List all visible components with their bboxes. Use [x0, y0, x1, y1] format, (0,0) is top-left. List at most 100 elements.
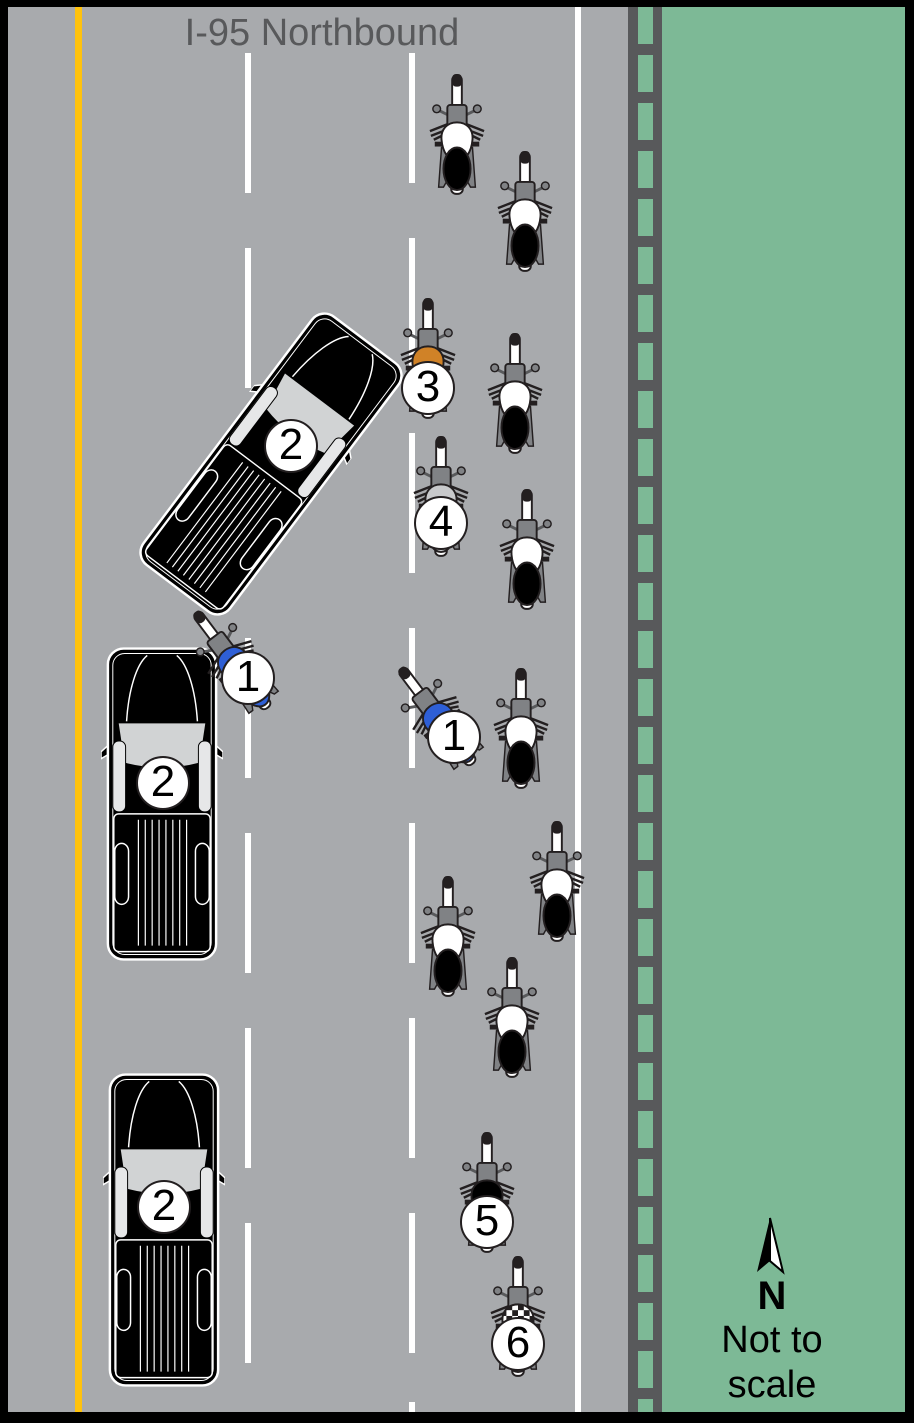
guardrail-right-rail — [653, 7, 662, 1412]
truck-left-wheel-arch — [114, 842, 130, 906]
bike-rider — [510, 223, 540, 268]
yellow-edge-line — [75, 7, 82, 1412]
bike-left-mirror — [487, 987, 497, 997]
bike-front-tire — [552, 821, 562, 834]
truck-left-windows — [114, 1166, 129, 1239]
bike-front-tire — [507, 957, 517, 970]
truck-bed-ribs — [137, 819, 188, 946]
motorcycle-6-number-badge: 6 — [491, 1317, 545, 1371]
lane-divider-dashed-2 — [409, 53, 415, 1412]
pickup-truck-2-angled-number-badge: 2 — [264, 419, 318, 473]
truck-hood-lines — [291, 335, 374, 420]
bike-front-tire — [522, 489, 532, 502]
bike-front-tire — [452, 74, 462, 87]
bike-front-tire — [516, 668, 526, 681]
bike-left-mirror — [195, 647, 205, 657]
bike-right-mirror — [542, 519, 552, 529]
guardrail-left-rail — [628, 7, 638, 1412]
lane-divider-dashed-1 — [245, 53, 251, 1412]
bike-rider — [442, 146, 472, 191]
truck-right-wheel-arch — [194, 842, 210, 906]
truck-bed-ribs — [166, 462, 282, 593]
bike-left-mirror — [496, 698, 506, 708]
motorcycle-unlabeled-7 — [419, 872, 477, 998]
motorcycle-unlabeled-6 — [528, 817, 586, 943]
motorcycle-unlabeled-5 — [492, 664, 550, 790]
bike-front-tire — [398, 666, 411, 680]
bike-rider — [512, 561, 542, 606]
truck-right-windows — [199, 1166, 214, 1239]
bike-right-mirror — [463, 906, 473, 916]
north-label: N — [757, 1274, 787, 1318]
truck-right-wheel-arch — [239, 517, 283, 571]
truck-left-wheel-arch — [116, 1268, 132, 1332]
pickup-truck-2-bottom-number-badge: 2 — [137, 1180, 191, 1234]
shoulder-line-solid — [575, 7, 581, 1412]
truck-hood-lines — [127, 1080, 201, 1148]
motorcycle-unlabeled-4 — [498, 485, 556, 611]
truck-bed-ribs — [139, 1245, 190, 1372]
bike-front-tire — [436, 436, 446, 449]
truck-windshield — [118, 723, 206, 768]
note-line-2: scale — [727, 1364, 817, 1406]
bike-left-mirror — [403, 328, 413, 338]
bike-right-mirror — [530, 363, 540, 373]
bike-right-mirror — [502, 1162, 512, 1172]
north-arrow-icon — [757, 1217, 785, 1275]
truck-left-windows — [228, 385, 278, 447]
bike-left-mirror — [423, 906, 433, 916]
bike-left-mirror — [502, 519, 512, 529]
truck-windshield — [266, 373, 355, 454]
truck-left-windows — [112, 740, 127, 813]
note-line-1: Not to — [721, 1319, 823, 1361]
bike-front-tire — [193, 610, 206, 624]
bike-front-tire — [482, 1132, 492, 1145]
bike-right-mirror — [533, 1286, 543, 1296]
bike-right-mirror — [572, 851, 582, 861]
bike-right-mirror — [527, 987, 537, 997]
motorcycle-unlabeled-2 — [496, 147, 554, 273]
bike-rider — [497, 1029, 527, 1074]
highway-label: I-95 Northbound — [184, 12, 460, 54]
bike-left-mirror — [532, 851, 542, 861]
bike-right-mirror — [540, 181, 550, 191]
guardrail-posts — [638, 7, 653, 1412]
bike-left-mirror — [416, 466, 426, 476]
motorcycle-4-number-badge: 4 — [414, 496, 468, 550]
bike-front-tire — [443, 876, 453, 889]
bike-right-mirror — [456, 466, 466, 476]
pickup-truck-2-middle-number-badge: 2 — [136, 756, 190, 810]
bike-right-mirror — [228, 622, 238, 633]
motorcycle-1-position-b-number-badge: 1 — [427, 710, 481, 764]
motorcycle-1-position-b — [375, 647, 497, 783]
truck-right-wheel-arch — [196, 1268, 212, 1332]
bike-rider — [506, 740, 536, 785]
truck-left-wheel-arch — [175, 469, 219, 522]
motorcycle-unlabeled-8 — [483, 953, 541, 1079]
bike-front-tire — [513, 1256, 523, 1269]
bike-left-mirror — [400, 703, 410, 713]
truck-right-windows — [297, 437, 347, 499]
bike-right-mirror — [433, 678, 443, 689]
bike-left-mirror — [493, 1286, 503, 1296]
motorcycle-unlabeled-1 — [428, 70, 486, 196]
bike-left-mirror — [490, 363, 500, 373]
truck-hood-lines — [125, 654, 199, 722]
bike-front-tire — [423, 298, 433, 311]
truck-right-windows — [197, 740, 212, 813]
bike-rider — [433, 948, 463, 993]
bike-rider — [500, 405, 530, 450]
motorcycle-unlabeled-3 — [486, 329, 544, 455]
bike-left-mirror — [432, 104, 442, 114]
motorcycle-5-number-badge: 5 — [460, 1195, 514, 1249]
bike-right-mirror — [536, 698, 546, 708]
bike-right-mirror — [472, 104, 482, 114]
bike-right-mirror — [443, 328, 453, 338]
truck-windshield — [120, 1149, 208, 1194]
bike-rider — [542, 893, 572, 938]
not-to-scale-note: Not to scale — [672, 1318, 872, 1408]
motorcycle-1-position-a-number-badge: 1 — [221, 651, 275, 705]
bike-front-tire — [510, 333, 520, 346]
